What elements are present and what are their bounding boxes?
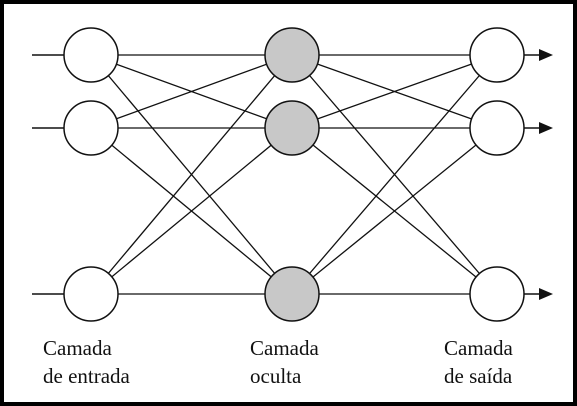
hidden-node-0 — [264, 27, 320, 83]
input-layer-label: Camada de entrada — [43, 334, 243, 390]
output-layer-label: Camada de saída — [444, 334, 577, 390]
output-layer-label-line1: Camada — [444, 336, 513, 360]
output-arrow-icon-1 — [539, 122, 553, 134]
input-layer-label-line2: de entrada — [43, 364, 130, 388]
input-output-lines — [32, 49, 553, 300]
hidden-node-1 — [264, 100, 320, 156]
output-layer-label-line2: de saída — [444, 364, 513, 388]
hidden-layer-label: Camada oculta — [250, 334, 450, 390]
output-node-0 — [469, 27, 525, 83]
connection-line-hidden-1-to-output-0 — [291, 54, 498, 129]
input-node-0 — [63, 27, 119, 83]
input-node-2 — [63, 266, 119, 322]
nodes — [63, 27, 525, 322]
input-layer-label-line1: Camada — [43, 336, 112, 360]
output-arrow-icon-2 — [539, 288, 553, 300]
connection-line-hidden-2-to-output-0 — [291, 54, 498, 295]
hidden-layer-label-line1: Camada — [250, 336, 319, 360]
output-arrow-icon-0 — [539, 49, 553, 61]
connection-line-input-2-to-hidden-0 — [90, 54, 293, 295]
hidden-layer-label-line2: oculta — [250, 364, 302, 388]
hidden-node-2 — [264, 266, 320, 322]
connections — [90, 54, 498, 295]
output-node-2 — [469, 266, 525, 322]
input-node-1 — [63, 100, 119, 156]
connection-line-input-1-to-hidden-0 — [90, 54, 293, 129]
connection-line-input-2-to-hidden-1 — [90, 127, 293, 295]
output-node-1 — [469, 100, 525, 156]
connection-line-hidden-2-to-output-1 — [291, 127, 498, 295]
